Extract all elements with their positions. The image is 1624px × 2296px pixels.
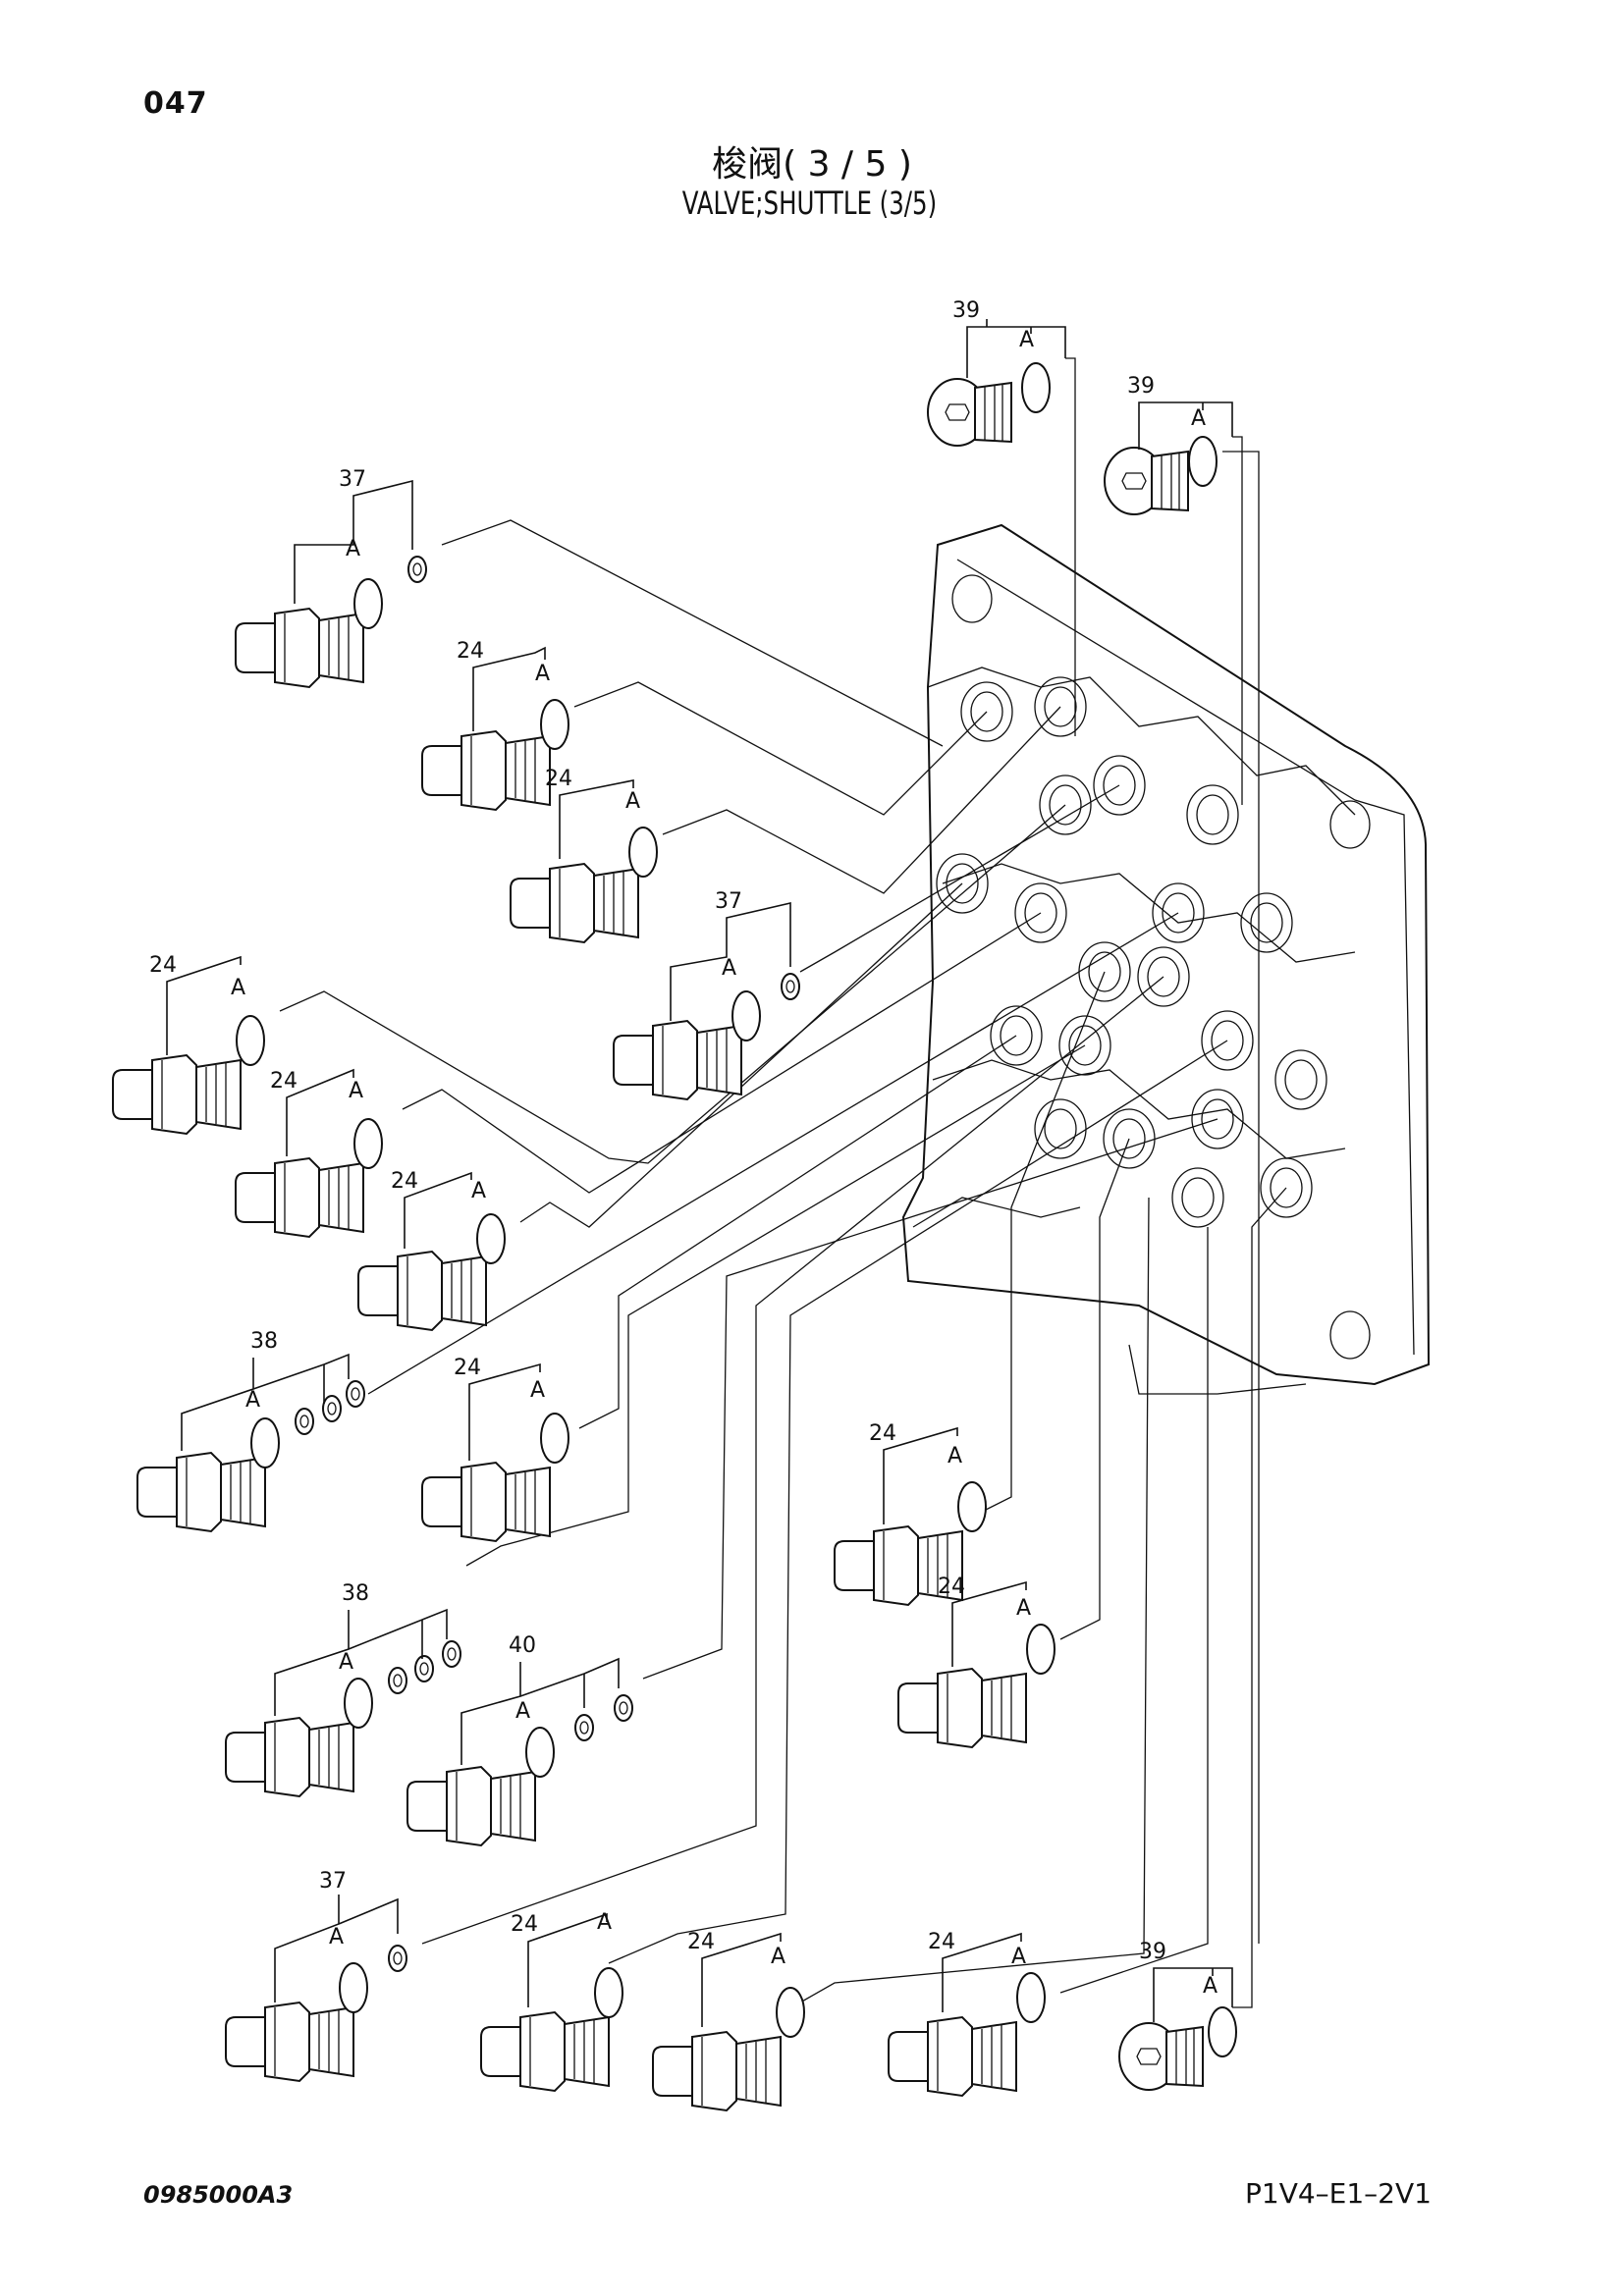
- part-fitting-37-b: [613, 973, 800, 1100]
- valve-body: [901, 523, 1431, 1395]
- callout-part-no: 37: [339, 467, 366, 492]
- callout-7: 24 A: [149, 953, 245, 1055]
- callout-sub: A: [515, 1699, 530, 1724]
- callout-18: 24 A: [687, 1930, 785, 2027]
- callout-8: 24 A: [270, 1068, 363, 1156]
- callout-part-no: 24: [928, 1930, 955, 1954]
- page-number: 047: [143, 86, 208, 121]
- callout-part-no: 24: [938, 1575, 965, 1599]
- part-fitting-37-c: [225, 1945, 407, 2082]
- callout-part-no: 24: [687, 1930, 715, 1954]
- leader-lines: [279, 357, 1287, 2008]
- callout-5: 24 A: [545, 767, 640, 859]
- callout-part-no: 37: [715, 889, 742, 914]
- callout-sub: A: [625, 789, 640, 814]
- callout-part-no: 39: [1139, 1940, 1166, 1964]
- document-code: 0985000A3: [143, 2181, 294, 2209]
- callout-sub: A: [339, 1650, 353, 1675]
- callout-sub: A: [1016, 1596, 1031, 1621]
- callout-20: 39 A: [1139, 1940, 1233, 2022]
- callout-part-no: 37: [319, 1869, 347, 1894]
- part-plug-39-top: [927, 362, 1051, 447]
- callout-sub: A: [349, 1079, 363, 1103]
- callout-sub: A: [947, 1444, 962, 1468]
- callout-part-no: 39: [1127, 374, 1155, 399]
- callout-sub: A: [346, 537, 360, 561]
- callout-17: 24 A: [511, 1910, 612, 2007]
- callout-2: 39 A: [1127, 374, 1233, 450]
- callout-part-no: 24: [391, 1169, 418, 1194]
- part-fitting-24-a: [421, 699, 569, 811]
- part-fitting-24-d: [235, 1118, 383, 1238]
- callout-4: 24 A: [457, 639, 550, 731]
- callout-sub: A: [597, 1910, 612, 1935]
- part-plug-39-bottom: [1118, 2006, 1237, 2091]
- callout-sub: A: [1191, 406, 1206, 431]
- callout-sub: A: [471, 1179, 486, 1203]
- callout-sub: A: [1011, 1945, 1026, 1969]
- callout-16: 37 A: [274, 1869, 399, 2002]
- title-english: VALVE;SHUTTLE (3/5): [681, 185, 938, 222]
- callout-part-no: 24: [457, 639, 484, 664]
- callout-part-no: 40: [509, 1633, 536, 1658]
- part-fitting-24-c: [112, 1015, 265, 1135]
- callout-sub: A: [245, 1388, 260, 1413]
- part-fitting-24-f: [421, 1413, 569, 1542]
- callout-1: 39 A: [952, 298, 1066, 378]
- callout-3: 37 A: [294, 467, 413, 604]
- part-fitting-24-e: [357, 1213, 506, 1331]
- callout-12: 24 A: [869, 1421, 962, 1524]
- callout-6: 37 A: [670, 889, 791, 1021]
- title-chinese: 梭阀( 3 / 5 ): [712, 144, 912, 185]
- callout-sub: A: [530, 1378, 545, 1403]
- part-fitting-24-j: [652, 1987, 805, 2111]
- callout-part-no: 38: [342, 1581, 369, 1606]
- callout-sub: A: [722, 956, 736, 981]
- callout-14: 38 A: [274, 1581, 448, 1716]
- callout-13: 24 A: [938, 1575, 1031, 1667]
- callout-part-no: 39: [952, 298, 980, 323]
- part-fitting-37-a: [235, 556, 427, 688]
- part-fitting-24-b: [510, 827, 658, 943]
- callout-sub: A: [231, 976, 245, 1000]
- callout-part-no: 24: [454, 1356, 481, 1380]
- callout-sub: A: [1203, 1974, 1218, 1999]
- part-fitting-24-h: [897, 1624, 1056, 1748]
- part-fitting-24-k: [888, 1972, 1046, 2097]
- callout-sub: A: [1019, 328, 1034, 352]
- callout-sub: A: [771, 1945, 785, 1969]
- callout-10: 38 A: [181, 1329, 350, 1451]
- part-fitting-24-i: [480, 1967, 623, 2092]
- callout-19: 24 A: [928, 1930, 1026, 2012]
- callout-15: 40 A: [460, 1633, 620, 1765]
- valve-ports: [936, 676, 1327, 1228]
- callout-part-no: 24: [270, 1069, 298, 1094]
- callout-sub: A: [535, 662, 550, 686]
- callout-part-no: 38: [250, 1329, 278, 1354]
- part-plug-39-upper: [1104, 436, 1218, 515]
- callout-sub: A: [329, 1925, 344, 1949]
- callout-part-no: 24: [149, 953, 177, 978]
- callout-11: 24 A: [454, 1356, 545, 1461]
- callout-part-no: 24: [511, 1912, 538, 1937]
- callout-part-no: 24: [869, 1421, 896, 1446]
- page-code: P1V4–E1–2V1: [1245, 2177, 1432, 2210]
- callout-9: 24 A: [391, 1169, 486, 1249]
- callout-part-no: 24: [545, 767, 572, 791]
